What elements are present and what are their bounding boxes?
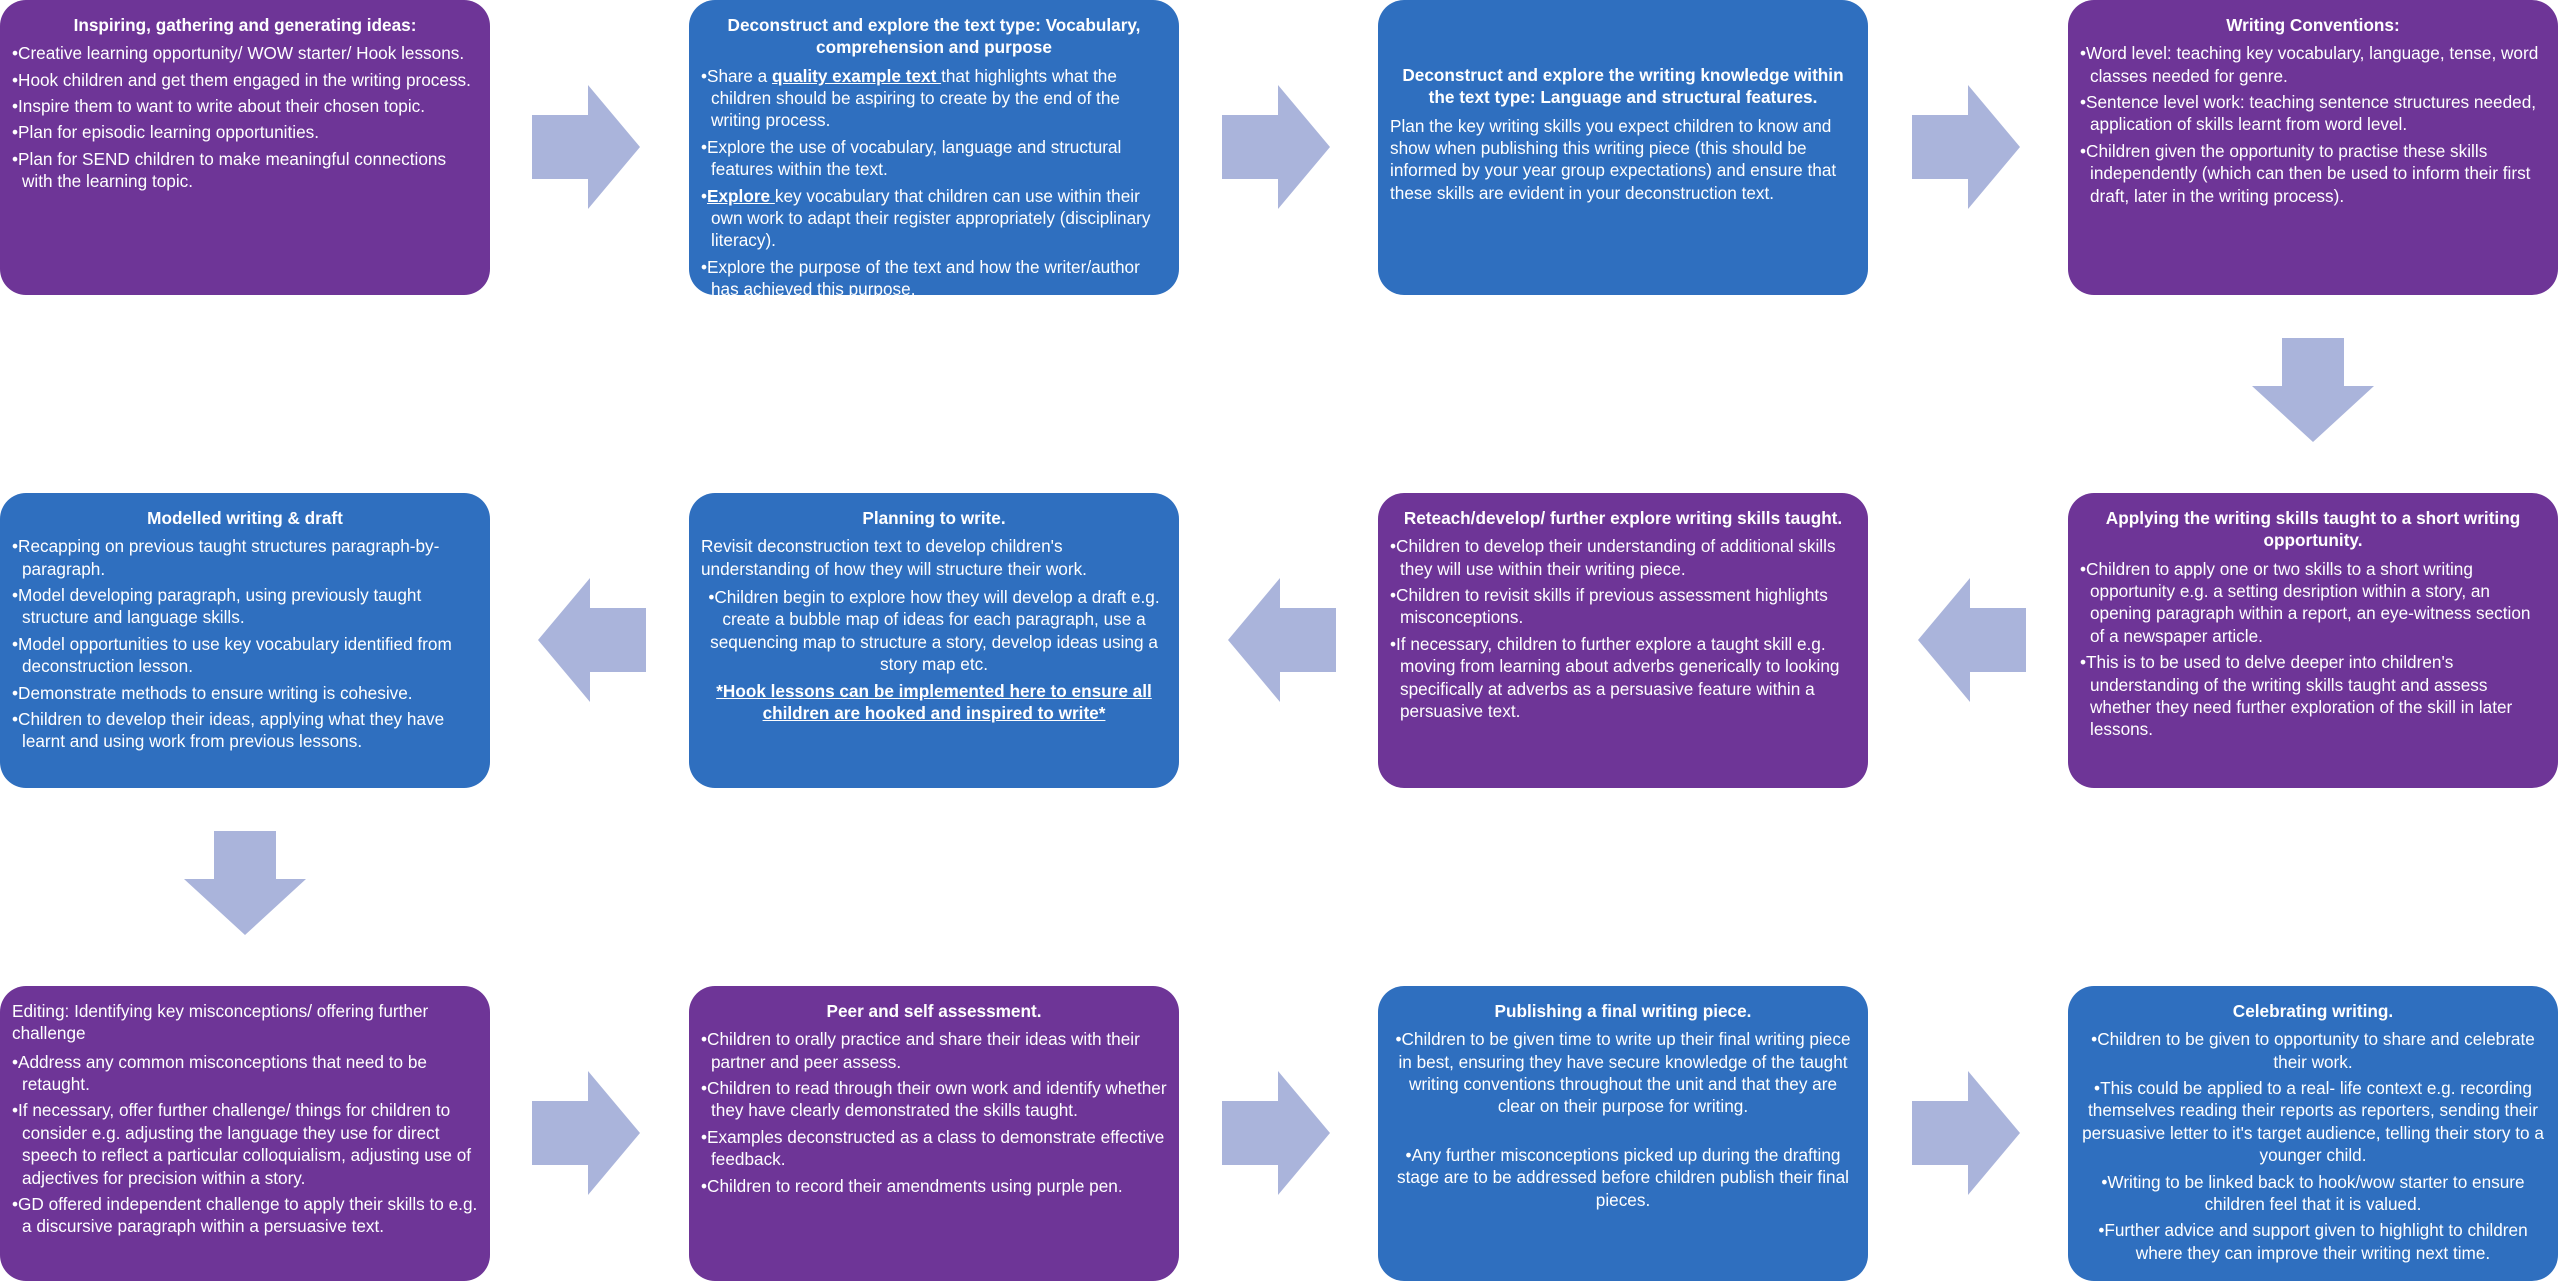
bullet-item: If necessary, children to further explor… [1390, 633, 1856, 722]
bullet-item: Children to read through their own work … [701, 1077, 1167, 1122]
bullet-item: If necessary, offer further challenge/ t… [12, 1099, 478, 1188]
bullet-item: Model opportunities to use key vocabular… [12, 633, 478, 678]
bullet-item: Address any common misconceptions that n… [12, 1051, 478, 1096]
bullet-item: Creative learning opportunity/ WOW start… [12, 42, 478, 64]
bullet-item: Explore key vocabulary that children can… [701, 185, 1167, 252]
bullet-item: Plan for SEND children to make meaningfu… [12, 148, 478, 193]
arrow-down-icon [2252, 338, 2374, 442]
bullet-item: Examples deconstructed as a class to dem… [701, 1126, 1167, 1171]
box-title: Applying the writing skills taught to a … [2105, 508, 2521, 551]
bullet-item: Further advice and support given to high… [2080, 1219, 2546, 1264]
bullet-item: Children given the opportunity to practi… [2080, 140, 2546, 207]
arrow-right-icon [532, 85, 640, 209]
bullet-list: Children to orally practice and share th… [701, 1028, 1167, 1197]
box-editing: Editing: Identifying key misconceptions/… [0, 986, 490, 1281]
box-title: Editing: Identifying key misconceptions/… [12, 1001, 429, 1044]
bullet-item: Children to develop their understanding … [1390, 535, 1856, 580]
bullet-list: Children begin to explore how they will … [701, 586, 1167, 675]
bullet-list: Share a quality example text that highli… [701, 65, 1167, 295]
box-reteach-develop: Reteach/develop/ further explore writing… [1378, 493, 1868, 788]
bullet-item: Children to apply one or two skills to a… [2080, 558, 2546, 647]
box-title: Modelled writing & draft [147, 508, 343, 528]
box-text: Plan the key writing skills you expect c… [1390, 115, 1837, 203]
bullet-item: Recapping on previous taught structures … [12, 535, 478, 580]
bullet-list: Children to develop their understanding … [1390, 535, 1856, 722]
bullet-item: Children to be given time to write up th… [1390, 1028, 1856, 1117]
explore-emphasis: Explore [707, 185, 775, 206]
arrow-left-icon [538, 578, 646, 702]
bullet-item: Sentence level work: teaching sentence s… [2080, 91, 2546, 136]
box-title: Inspiring, gathering and generating idea… [73, 15, 417, 35]
arrow-right-icon [1912, 85, 2020, 209]
bullet-list: Word level: teaching key vocabulary, lan… [2080, 42, 2546, 207]
bullet-item: Children to be given to opportunity to s… [2080, 1028, 2546, 1073]
arrow-down-icon [184, 831, 306, 935]
bullet-item: Word level: teaching key vocabulary, lan… [2080, 42, 2546, 87]
bullet-list: Children to apply one or two skills to a… [2080, 558, 2546, 741]
box-inspiring-ideas: Inspiring, gathering and generating idea… [0, 0, 490, 295]
box-writing-knowledge: Deconstruct and explore the writing know… [1378, 0, 1868, 295]
box-publishing: Publishing a final writing piece. Childr… [1378, 986, 1868, 1281]
bullet-item: Explore the purpose of the text and how … [701, 256, 1167, 295]
bullet-item: Children to record their amendments usin… [701, 1175, 1167, 1197]
box-title: Reteach/develop/ further explore writing… [1403, 508, 1843, 528]
bullet-list: Children to be given to opportunity to s… [2080, 1028, 2546, 1264]
bullet-item: This could be applied to a real- life co… [2080, 1077, 2546, 1166]
bullet-item: Children to orally practice and share th… [701, 1028, 1167, 1073]
box-title: Peer and self assessment. [826, 1001, 1042, 1021]
box-text: Revisit deconstruction text to develop c… [701, 536, 1087, 579]
box-applying-skills: Applying the writing skills taught to a … [2068, 493, 2558, 788]
bullet-item: Children to develop their ideas, applyin… [12, 708, 478, 753]
bullet-list: Creative learning opportunity/ WOW start… [12, 42, 478, 192]
box-deconstruct-vocabulary: Deconstruct and explore the text type: V… [689, 0, 1179, 295]
box-title: Publishing a final writing piece. [1494, 1001, 1752, 1021]
bullet-list: Address any common misconceptions that n… [12, 1051, 478, 1238]
box-title: Planning to write. [862, 508, 1006, 528]
bullet-item: Plan for episodic learning opportunities… [12, 121, 478, 143]
bullet-item: Inspire them to want to write about thei… [12, 95, 478, 117]
bullet-item: Children to revisit skills if previous a… [1390, 584, 1856, 629]
box-title: Deconstruct and explore the writing know… [1402, 65, 1844, 108]
bullet-item: Writing to be linked back to hook/wow st… [2080, 1171, 2546, 1216]
bullet-item: This is to be used to delve deeper into … [2080, 651, 2546, 740]
bullet-item: Any further misconceptions picked up dur… [1390, 1144, 1856, 1211]
arrow-right-icon [1912, 1071, 2020, 1195]
arrow-right-icon [1222, 1071, 1330, 1195]
bullet-list: Children to be given time to write up th… [1390, 1028, 1856, 1211]
bullet-item: GD offered independent challenge to appl… [12, 1193, 478, 1238]
bullet-item: Demonstrate methods to ensure writing is… [12, 682, 478, 704]
quality-example-text: quality example text [772, 65, 942, 86]
arrow-left-icon [1918, 578, 2026, 702]
bullet-item: Model developing paragraph, using previo… [12, 584, 478, 629]
box-title: Deconstruct and explore the text type: V… [727, 15, 1141, 58]
bullet-item: Hook children and get them engaged in th… [12, 69, 478, 91]
hook-lessons-note: *Hook lessons can be implemented here to… [716, 680, 1152, 723]
bullet-list: Recapping on previous taught structures … [12, 535, 478, 752]
box-peer-self-assessment: Peer and self assessment. Children to or… [689, 986, 1179, 1281]
box-modelled-writing: Modelled writing & draft Recapping on pr… [0, 493, 490, 788]
box-writing-conventions: Writing Conventions: Word level: teachin… [2068, 0, 2558, 295]
bullet-item: Children begin to explore how they will … [701, 586, 1167, 675]
box-celebrating-writing: Celebrating writing. Children to be give… [2068, 986, 2558, 1281]
box-title: Celebrating writing. [2232, 1001, 2394, 1021]
box-planning-to-write: Planning to write. Revisit deconstructio… [689, 493, 1179, 788]
arrow-left-icon [1228, 578, 1336, 702]
bullet-item: Share a quality example text that highli… [701, 65, 1167, 132]
bullet-item: Explore the use of vocabulary, language … [701, 136, 1167, 181]
arrow-right-icon [1222, 85, 1330, 209]
box-title: Writing Conventions: [2226, 15, 2400, 35]
arrow-right-icon [532, 1071, 640, 1195]
